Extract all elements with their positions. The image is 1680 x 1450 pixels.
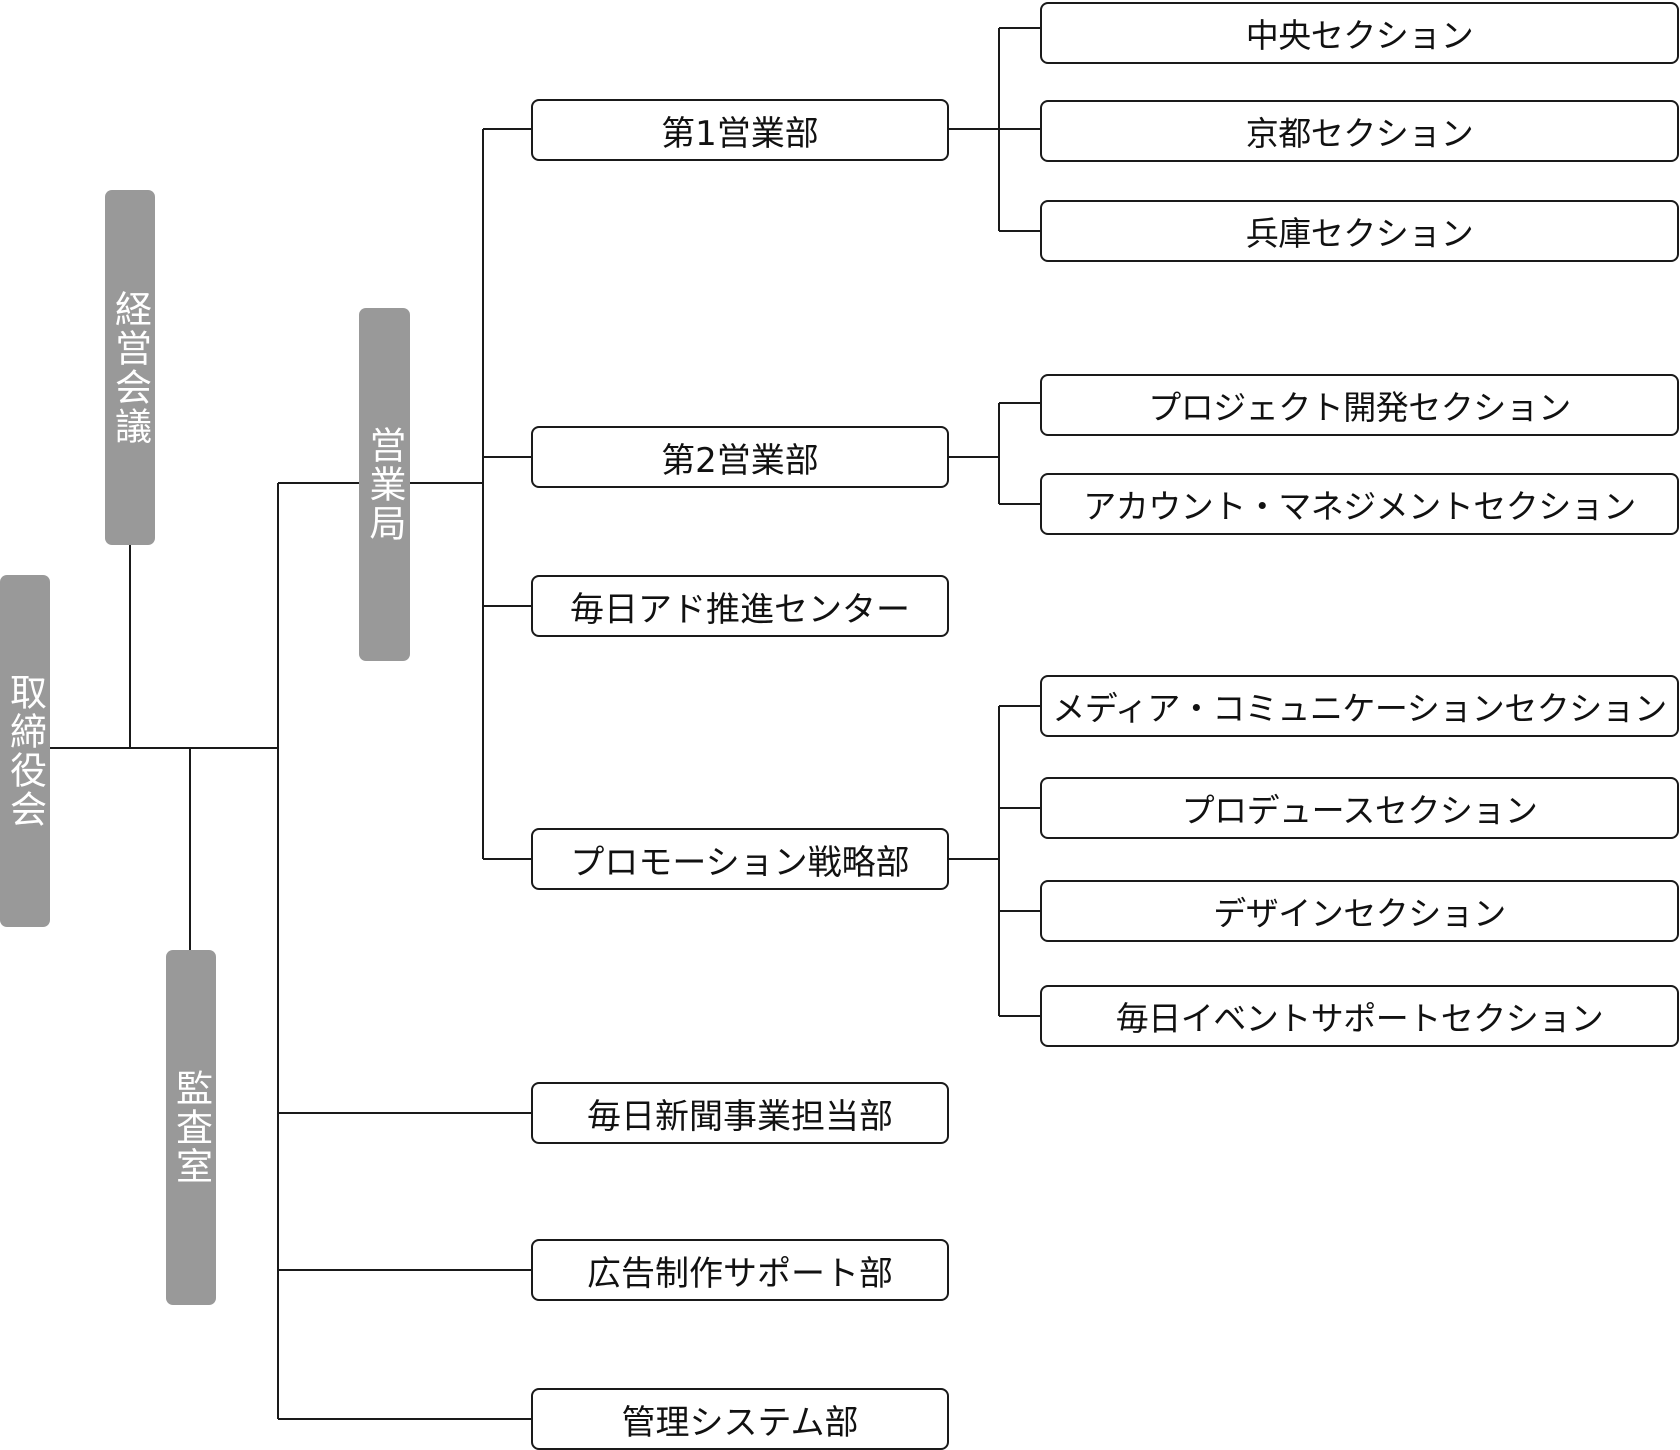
dept-box-2: 第2営業部 [531, 426, 949, 488]
dept-label: 広告制作サポート部 [587, 1253, 893, 1294]
dept-label: プロモーション戦略部 [570, 842, 910, 883]
section-box-3: 兵庫セクション [1040, 200, 1679, 262]
dept-box-1: 第1営業部 [531, 99, 949, 161]
dept-label: 第2営業部 [661, 440, 819, 481]
section-label: プロデュースセクション [1181, 791, 1538, 830]
section-label: デザインセクション [1213, 894, 1506, 933]
dept-label: 毎日新聞事業担当部 [587, 1096, 893, 1137]
section-label: 中央セクション [1245, 16, 1474, 55]
section-box-6: メディア・コミュニケーションセクション [1040, 675, 1679, 737]
board-label: 取締役会 [3, 673, 47, 829]
sales-bureau-box: 営業局 [359, 308, 410, 661]
sales-bureau-label: 営業局 [363, 426, 406, 543]
section-box-9: 毎日イベントサポートセクション [1040, 985, 1679, 1047]
dept-box-3: 毎日アド推進センター [531, 575, 949, 637]
dept-box-6: 広告制作サポート部 [531, 1239, 949, 1301]
board-box: 取締役会 [0, 575, 50, 927]
dept-label: 毎日アド推進センター [570, 589, 910, 630]
section-label: 兵庫セクション [1245, 214, 1474, 253]
section-box-8: デザインセクション [1040, 880, 1679, 942]
section-box-4: プロジェクト開発セクション [1040, 374, 1679, 436]
section-box-1: 中央セクション [1040, 2, 1679, 64]
section-box-2: 京都セクション [1040, 100, 1679, 162]
dept-box-5: 毎日新聞事業担当部 [531, 1082, 949, 1144]
section-label: 京都セクション [1245, 114, 1474, 153]
section-box-7: プロデュースセクション [1040, 777, 1679, 839]
section-label: アカウント・マネジメントセクション [1083, 487, 1636, 526]
section-label: 毎日イベントサポートセクション [1115, 999, 1604, 1038]
dept-box-7: 管理システム部 [531, 1388, 949, 1450]
dept-label: 管理システム部 [621, 1402, 859, 1443]
dept-box-4: プロモーション戦略部 [531, 828, 949, 890]
audit-box: 監査室 [166, 950, 216, 1305]
management-meeting-box: 経営会議 [105, 190, 155, 545]
dept-label: 第1営業部 [661, 113, 819, 154]
section-box-5: アカウント・マネジメントセクション [1040, 473, 1679, 535]
section-label: プロジェクト開発セクション [1148, 388, 1571, 427]
management-meeting-label: 経営会議 [108, 289, 152, 446]
section-label: メディア・コミュニケーションセクション [1052, 689, 1667, 728]
audit-label: 監査室 [169, 1069, 213, 1186]
